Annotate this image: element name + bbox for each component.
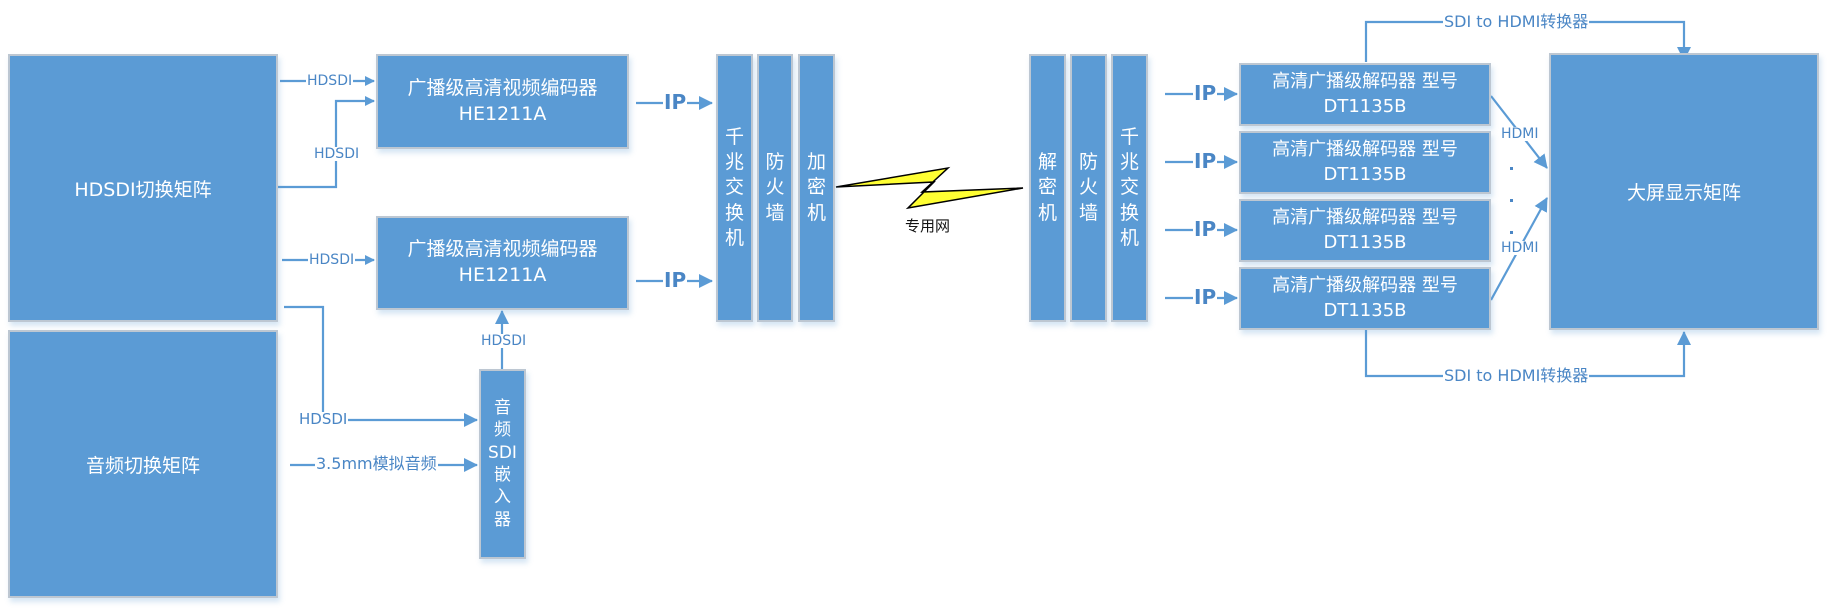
char: 千 bbox=[724, 126, 744, 149]
decoder-2-name: 高清广播级解码器 型号 bbox=[1272, 139, 1458, 161]
embedder-char: 频 bbox=[494, 420, 511, 441]
char: 交 bbox=[1119, 176, 1139, 199]
char: 机 bbox=[1119, 226, 1139, 249]
char: 交 bbox=[724, 176, 744, 199]
char: 兆 bbox=[724, 151, 744, 174]
embedder-char: 音 bbox=[494, 397, 511, 418]
encoder-1-model: HE1211A bbox=[458, 102, 547, 125]
display-matrix: 大屏显示矩阵 bbox=[1549, 53, 1819, 330]
char: 火 bbox=[1078, 176, 1098, 199]
char: 兆 bbox=[1119, 151, 1139, 174]
decoder-4-name: 高清广播级解码器 型号 bbox=[1272, 275, 1458, 297]
label-ip-enc2: IP bbox=[663, 268, 688, 292]
encryptor: 加 密 机 bbox=[798, 54, 835, 322]
embedder-char: 入 bbox=[494, 487, 511, 508]
embedder-char: SDI bbox=[488, 442, 517, 463]
decoder-1-model: DT1135B bbox=[1323, 95, 1407, 117]
encoder-2-name: 广播级高清视频编码器 bbox=[407, 238, 598, 261]
char: 密 bbox=[806, 176, 826, 199]
encoder-1-name: 广播级高清视频编码器 bbox=[407, 76, 598, 99]
wire-hdsdi-embedder bbox=[284, 305, 478, 427]
label-converter-bottom: SDI to HDMI转换器 bbox=[1443, 366, 1590, 385]
char: 机 bbox=[724, 226, 744, 249]
decoder-2: 高清广播级解码器 型号 DT1135B bbox=[1239, 131, 1491, 194]
decoder-4: 高清广播级解码器 型号 DT1135B bbox=[1239, 267, 1491, 330]
char: 防 bbox=[1078, 151, 1098, 174]
label-ip-enc1: IP bbox=[663, 90, 688, 114]
label-hdsdi-enc1-b: HDSDI bbox=[313, 146, 361, 162]
char: 换 bbox=[724, 201, 744, 224]
decoder-1: 高清广播级解码器 型号 DT1135B bbox=[1239, 63, 1491, 126]
char: 防 bbox=[765, 151, 785, 174]
ellipsis-dot bbox=[1510, 199, 1513, 202]
decoder-2-model: DT1135B bbox=[1323, 163, 1407, 185]
audio-switch-matrix-label: 音频切换矩阵 bbox=[85, 454, 200, 477]
char: 密 bbox=[1037, 176, 1057, 199]
char: 墙 bbox=[765, 201, 785, 224]
decoder-1-name: 高清广播级解码器 型号 bbox=[1272, 71, 1458, 93]
display-matrix-label: 大屏显示矩阵 bbox=[1626, 182, 1741, 204]
audio-sdi-embedder: 音 频 SDI 嵌 入 器 bbox=[479, 369, 526, 559]
char: 墙 bbox=[1078, 201, 1098, 224]
ellipsis-dot bbox=[1510, 231, 1513, 234]
sender-gigabit-switch: 千 兆 交 换 机 bbox=[716, 54, 753, 322]
receiver-gigabit-switch: 千 兆 交 换 机 bbox=[1111, 54, 1148, 322]
label-analog-audio: 3.5mm模拟音频 bbox=[315, 454, 438, 473]
label-hdsdi-enc2: HDSDI bbox=[308, 252, 356, 268]
label-ip-dec2: IP bbox=[1193, 149, 1218, 173]
audio-switch-matrix: 音频切换矩阵 bbox=[8, 330, 278, 598]
embedder-char: 器 bbox=[494, 509, 511, 530]
char: 加 bbox=[806, 151, 826, 174]
hdsdi-switch-matrix-label: HDSDI切换矩阵 bbox=[74, 178, 212, 201]
char: 换 bbox=[1119, 201, 1139, 224]
sender-firewall: 防 火 墙 bbox=[757, 54, 793, 322]
char: 机 bbox=[1037, 201, 1057, 224]
encoder-1: 广播级高清视频编码器 HE1211A bbox=[376, 54, 629, 149]
ellipsis-dot bbox=[1510, 167, 1513, 170]
encoder-2-model: HE1211A bbox=[458, 264, 547, 286]
label-converter-top: SDI to HDMI转换器 bbox=[1443, 12, 1590, 31]
wire-hdsdi-enc1-b bbox=[277, 96, 375, 189]
embedder-char: 嵌 bbox=[494, 465, 511, 485]
decoder-3-model: DT1135B bbox=[1323, 231, 1407, 253]
char: 机 bbox=[806, 201, 826, 224]
lightning-icon bbox=[835, 166, 1024, 210]
label-ip-dec1: IP bbox=[1193, 81, 1218, 105]
decoder-3: 高清广播级解码器 型号 DT1135B bbox=[1239, 199, 1491, 262]
label-ip-dec3: IP bbox=[1193, 217, 1218, 241]
label-ip-dec4: IP bbox=[1193, 285, 1218, 309]
decryptor: 解 密 机 bbox=[1029, 54, 1066, 322]
encoder-2: 广播级高清视频编码器 HE1211A bbox=[376, 216, 629, 310]
label-hdsdi-embedder-out: HDSDI bbox=[480, 333, 528, 349]
receiver-firewall: 防 火 墙 bbox=[1070, 54, 1107, 322]
label-hdsdi-embedder-in: HDSDI bbox=[298, 410, 349, 428]
decoder-3-name: 高清广播级解码器 型号 bbox=[1272, 207, 1458, 229]
label-hdsdi-enc1-a: HDSDI bbox=[306, 73, 354, 89]
network-label: 专用网 bbox=[905, 217, 951, 235]
char: 解 bbox=[1037, 151, 1057, 174]
char: 火 bbox=[765, 176, 785, 199]
hdsdi-switch-matrix: HDSDI切换矩阵 bbox=[8, 54, 278, 322]
label-hdmi-top: HDMI bbox=[1500, 126, 1540, 142]
char: 千 bbox=[1119, 126, 1139, 149]
label-hdmi-bottom: HDMI bbox=[1500, 240, 1540, 256]
decoder-4-model: DT1135B bbox=[1323, 299, 1407, 321]
